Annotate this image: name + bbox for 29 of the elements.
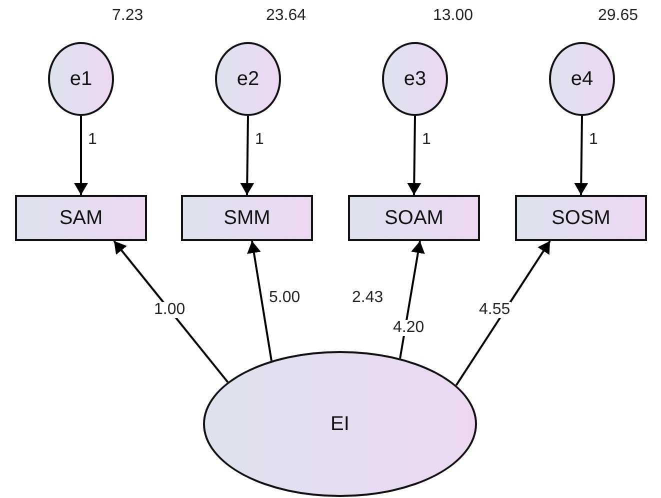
edge-label: 1.00	[153, 302, 186, 318]
observed-variable-box	[515, 195, 647, 241]
observed-variable-box	[348, 195, 480, 241]
variance-value: 13.00	[433, 8, 474, 24]
variable-name: EI	[330, 412, 350, 436]
arrow	[399, 240, 425, 359]
arrow	[240, 116, 254, 196]
edge-label: 4.55	[478, 302, 512, 318]
variable-name: SOAM	[384, 206, 444, 230]
variance-value: 29.65	[598, 8, 638, 24]
parameter-value: 2.43	[352, 290, 384, 306]
variable-name: SOSM	[552, 206, 610, 230]
variable-name: e2	[236, 68, 260, 90]
arrow	[247, 240, 272, 361]
edge-label: 4.20	[392, 320, 426, 336]
variable-name: SAM	[59, 206, 103, 230]
arrow	[74, 116, 88, 195]
observed-variable-box	[15, 195, 147, 241]
variable-name: e3	[404, 68, 426, 90]
variable-name: e4	[570, 68, 594, 90]
observed-variable-box	[181, 195, 313, 241]
arrow	[113, 240, 229, 383]
arrow	[455, 240, 551, 386]
arrow	[407, 116, 422, 196]
variance-value: 7.23	[112, 8, 144, 24]
variance-value: 23.64	[266, 8, 306, 24]
variable-name: e1	[70, 68, 92, 90]
variable-name: SMM	[224, 206, 270, 230]
arrow	[574, 116, 588, 196]
